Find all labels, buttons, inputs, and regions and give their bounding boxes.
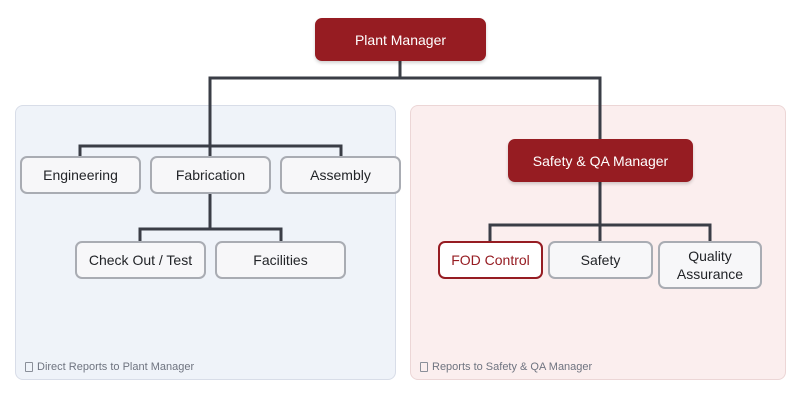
fabrication-label: Fabrication bbox=[175, 167, 246, 183]
fod-control-label: FOD Control bbox=[451, 252, 530, 268]
plant-manager-label: Plant Manager bbox=[354, 31, 447, 48]
fabrication-node[interactable]: Fabrication bbox=[150, 156, 271, 194]
right-panel-caption-text: Reports to Safety & QA Manager bbox=[432, 361, 593, 373]
left-panel-caption-text: Direct Reports to Plant Manager bbox=[37, 361, 195, 373]
quality-assurance-node[interactable]: Quality Assurance bbox=[658, 241, 762, 289]
square-outline-icon bbox=[420, 362, 428, 372]
left-panel-caption: Direct Reports to Plant Manager bbox=[25, 361, 194, 373]
safety-label: Safety bbox=[580, 252, 621, 268]
facilities-label: Facilities bbox=[253, 252, 308, 268]
check-out-test-node[interactable]: Check Out / Test bbox=[75, 241, 206, 279]
engineering-label: Engineering bbox=[43, 167, 118, 183]
check-out-test-label: Check Out / Test bbox=[88, 252, 193, 268]
quality-assurance-label: Quality Assurance bbox=[676, 248, 744, 282]
facilities-node[interactable]: Facilities bbox=[215, 241, 346, 279]
plant-manager-node[interactable]: Plant Manager bbox=[315, 18, 486, 61]
square-outline-icon bbox=[25, 362, 33, 372]
assembly-label: Assembly bbox=[310, 167, 371, 183]
right-panel-caption: Reports to Safety & QA Manager bbox=[420, 361, 592, 373]
fod-control-node[interactable]: FOD Control bbox=[438, 241, 543, 279]
assembly-node[interactable]: Assembly bbox=[280, 156, 401, 194]
engineering-node[interactable]: Engineering bbox=[20, 156, 141, 194]
safety-node[interactable]: Safety bbox=[548, 241, 653, 279]
safety-qa-manager-node[interactable]: Safety & QA Manager bbox=[508, 139, 693, 182]
safety-qa-manager-label: Safety & QA Manager bbox=[532, 152, 669, 169]
